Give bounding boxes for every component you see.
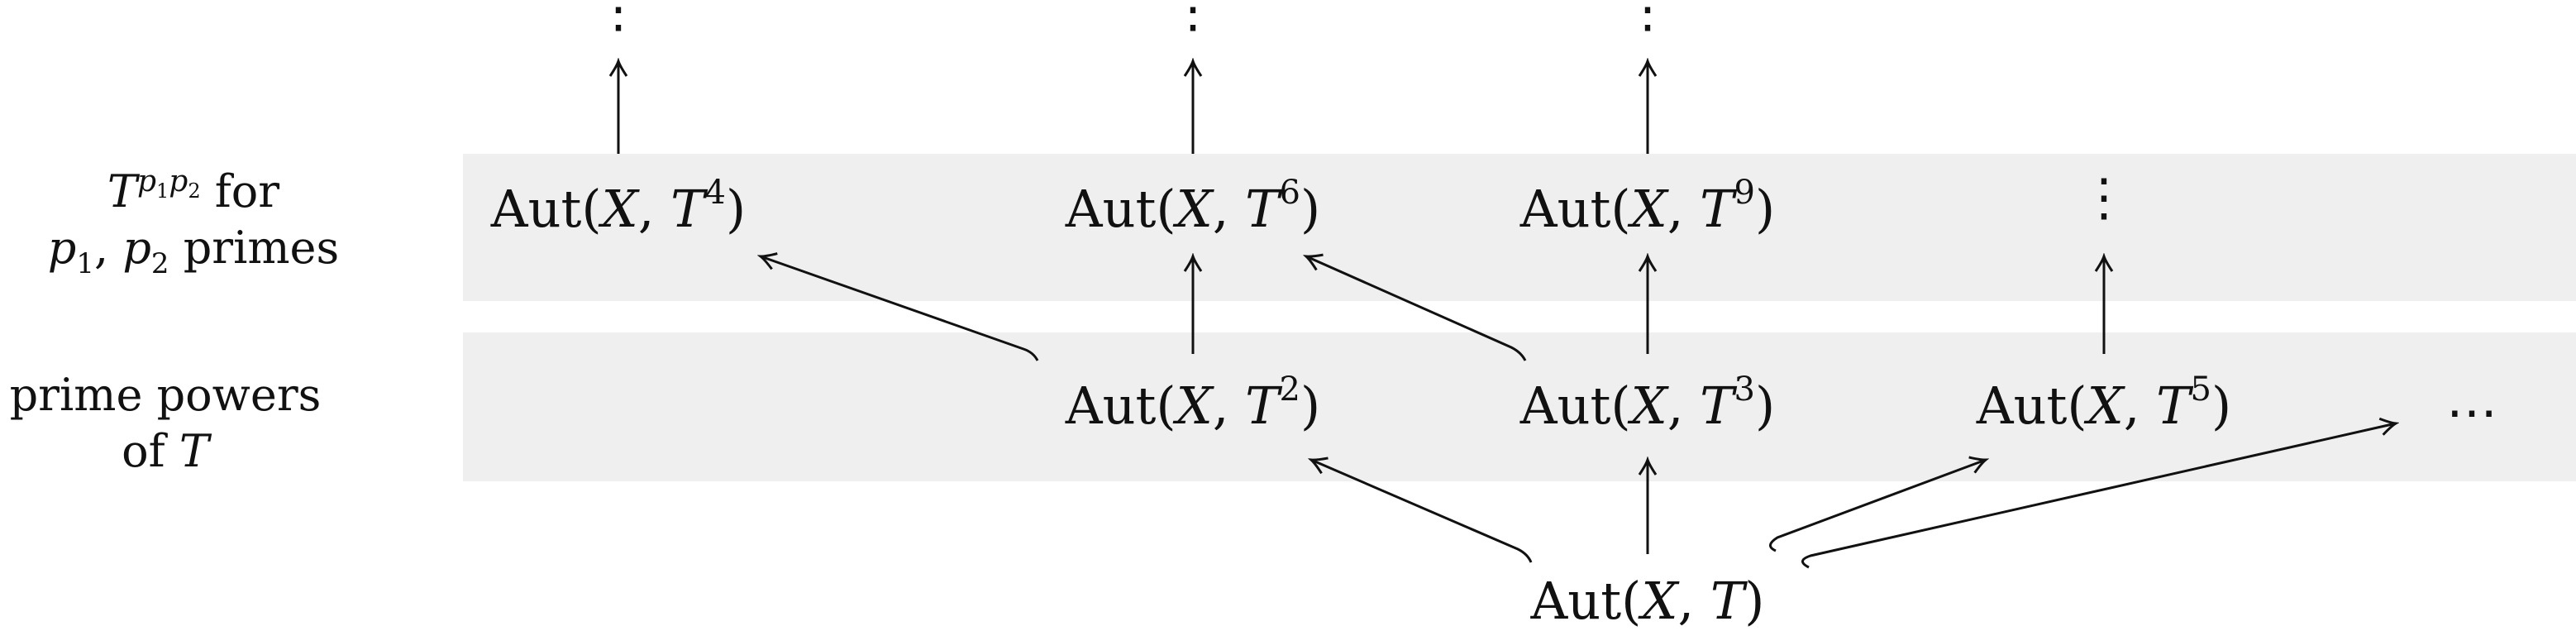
arrow-t-to-t5 [1769, 460, 1986, 552]
arrow-t3-to-t6 [1306, 256, 1527, 361]
vdots-composite-row: ⋮ [2078, 167, 2130, 227]
node-aut-t3: Aut(X, T3) [1519, 370, 1776, 436]
vdots-above-t6: ⋮ [1167, 0, 1219, 39]
arrow-t2-to-t4 [761, 256, 1039, 361]
arrow-t-to-t2 [1311, 460, 1533, 563]
vdots-above-t9: ⋮ [1622, 0, 1673, 39]
node-aut-t5: Aut(X, T5) [1976, 370, 2232, 436]
node-aut-t9: Aut(X, T9) [1519, 174, 1776, 239]
node-aut-t: Aut(X, T) [1530, 571, 1765, 631]
node-ellipsis: ⋯ [2446, 382, 2497, 442]
row-label-prime-powers-line2: of T [122, 425, 209, 477]
arrow-t-to-ellipsis [1801, 423, 2396, 569]
row-label-prime-powers-line1: prime powers [9, 369, 322, 421]
node-aut-t4: Aut(X, T4) [490, 174, 747, 239]
node-aut-t2: Aut(X, T2) [1065, 370, 1321, 436]
row-label-composite: Tp1p2 for p1, p2 primes [3, 164, 384, 280]
row-label-composite-line1: Tp1p2 for [107, 165, 280, 218]
vdots-above-t4: ⋮ [593, 0, 644, 39]
node-aut-t6: Aut(X, T6) [1065, 174, 1321, 239]
band-prime-powers [463, 332, 2576, 481]
row-label-composite-line2: p1, p2 primes [47, 222, 340, 280]
row-label-prime-powers: prime powers of T [0, 367, 355, 480]
